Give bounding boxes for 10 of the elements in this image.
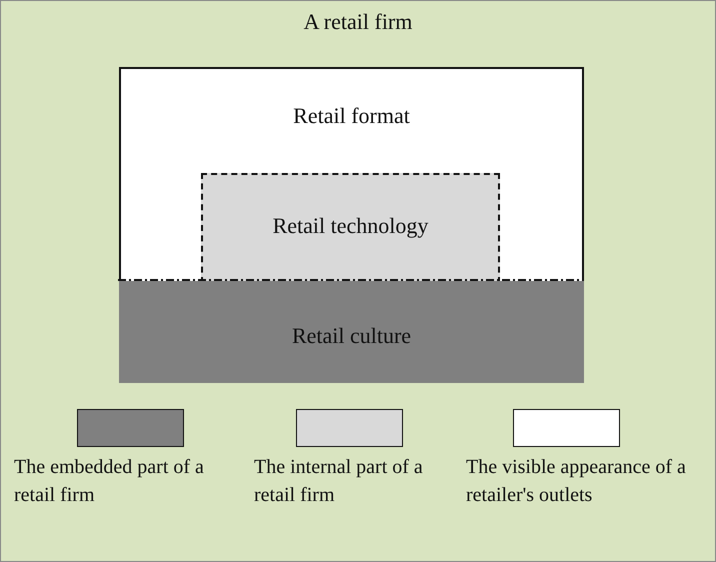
- box-label: Retail technology: [272, 213, 430, 239]
- technology-box: [201, 173, 500, 283]
- box-label: Retail culture: [290, 323, 412, 349]
- box-label: A retail firm: [302, 9, 414, 35]
- format-box: [119, 67, 584, 281]
- legend-text: The internal part of a retail firm: [254, 455, 424, 508]
- legend-text: The embedded part of a retail firm: [14, 455, 205, 508]
- box-label: Retail format: [292, 103, 411, 129]
- legend-text: The visible appearance of a retailer's outlets: [466, 455, 687, 508]
- culture-box: [119, 281, 584, 383]
